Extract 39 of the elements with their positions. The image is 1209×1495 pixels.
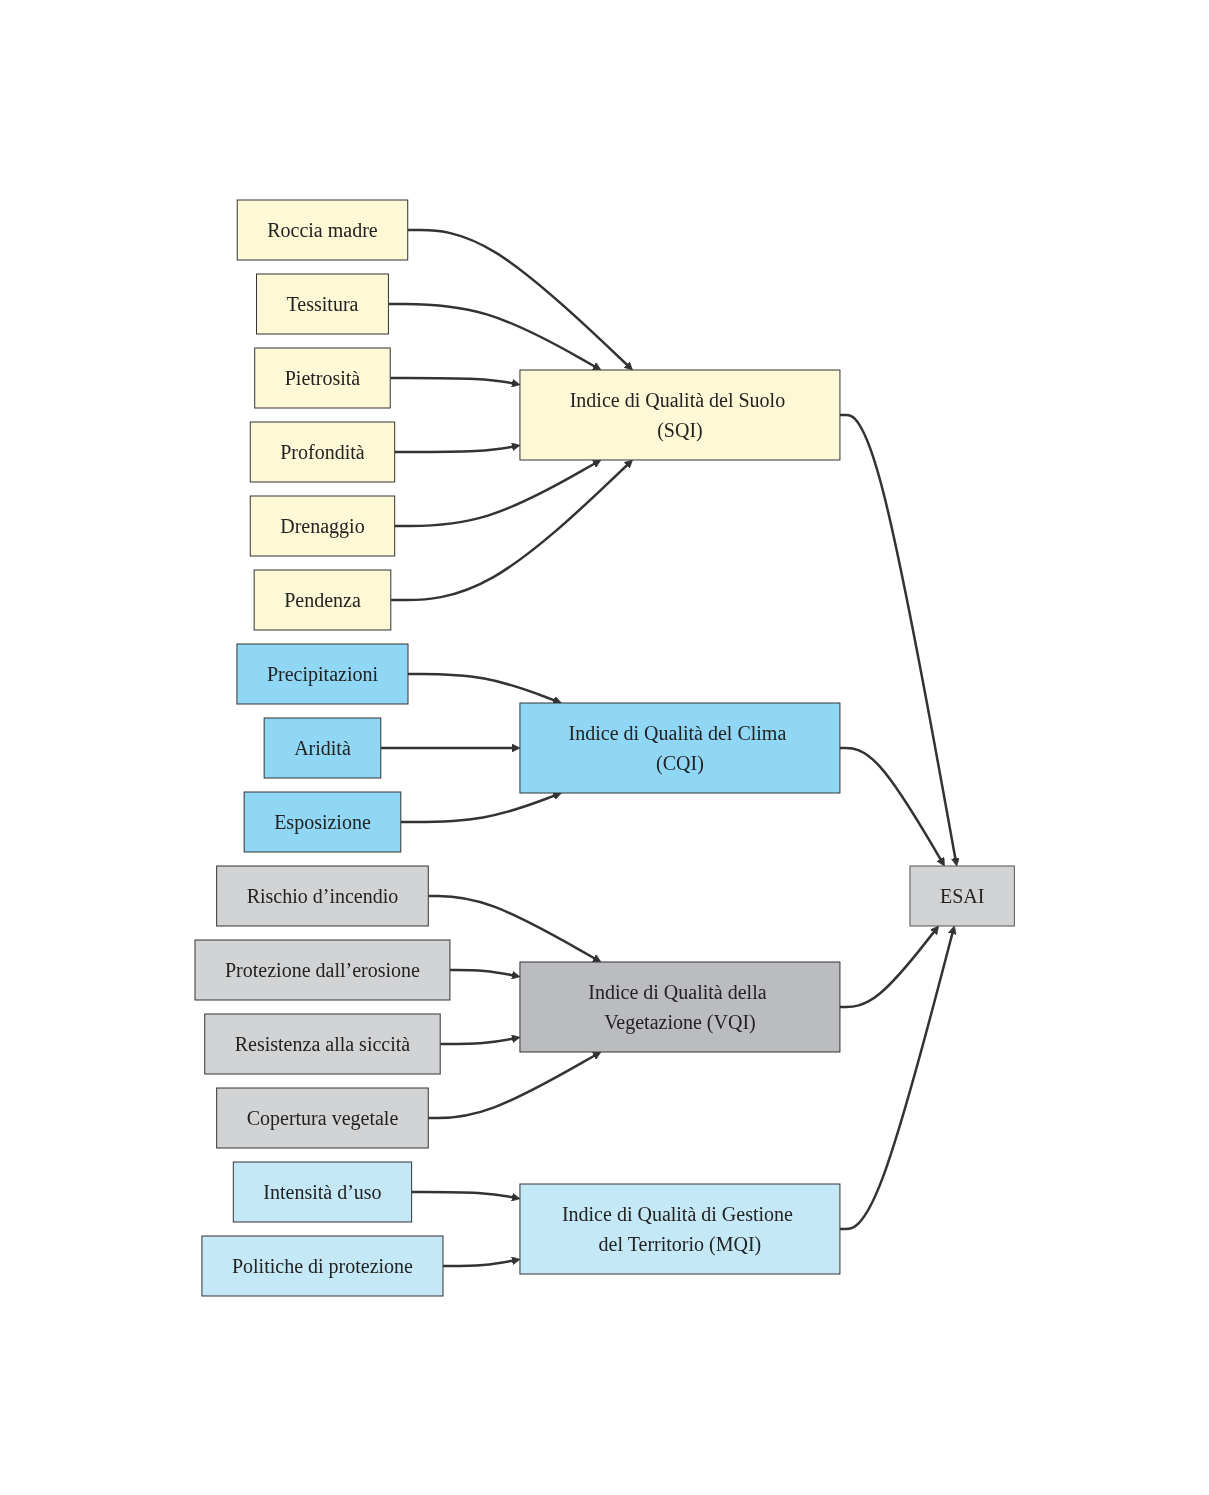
node-box: Protezione dall’erosione (194, 939, 451, 1000)
node-box: Rischio d’incendio (215, 865, 429, 926)
node-box: Indice di Qualità del Suolo (SQI) (519, 369, 841, 460)
arrow (390, 376, 521, 387)
node-box: Politiche di protezione (201, 1235, 444, 1296)
arrow (400, 791, 562, 823)
arrow (440, 1034, 521, 1045)
node-box: Profondità (249, 421, 395, 482)
arrow (394, 442, 521, 453)
arrow (394, 459, 602, 527)
node-box: Esposizione (243, 791, 402, 852)
arrow (839, 925, 957, 1230)
node-box: Copertura vegetale (215, 1087, 429, 1148)
arrow (839, 746, 945, 866)
arrow (428, 894, 602, 962)
node-box: Indice di Qualità del Clima (CQI) (519, 702, 841, 793)
node-box: Pendenza (253, 569, 392, 630)
arrow (407, 228, 633, 370)
arrow (428, 1051, 602, 1119)
arrow (388, 302, 602, 370)
arrow (407, 672, 562, 704)
node-box: Resistenza alla siccità (204, 1013, 441, 1074)
node-box: Aridità (263, 717, 382, 778)
node-box: Roccia madre (236, 199, 408, 260)
node-box: Tessitura (255, 273, 389, 334)
node-box: Indice di Qualità della Vegetazione (VQI) (519, 961, 841, 1052)
arrow (839, 413, 960, 866)
arrow (839, 925, 939, 1008)
node-box: Drenaggio (249, 495, 395, 556)
arrow (449, 968, 521, 979)
node-box: Intensità d’uso (232, 1161, 412, 1222)
node-box: Precipitazioni (236, 643, 409, 704)
arrow (390, 459, 633, 601)
arrow (442, 1256, 521, 1267)
arrow (380, 743, 521, 752)
arrow (411, 1190, 521, 1201)
node-box: Pietrosità (254, 347, 391, 408)
node-box: Indice di Qualità di Gestione del Territorio (MQI) (519, 1183, 841, 1274)
node-box: ESAI (909, 865, 1015, 926)
